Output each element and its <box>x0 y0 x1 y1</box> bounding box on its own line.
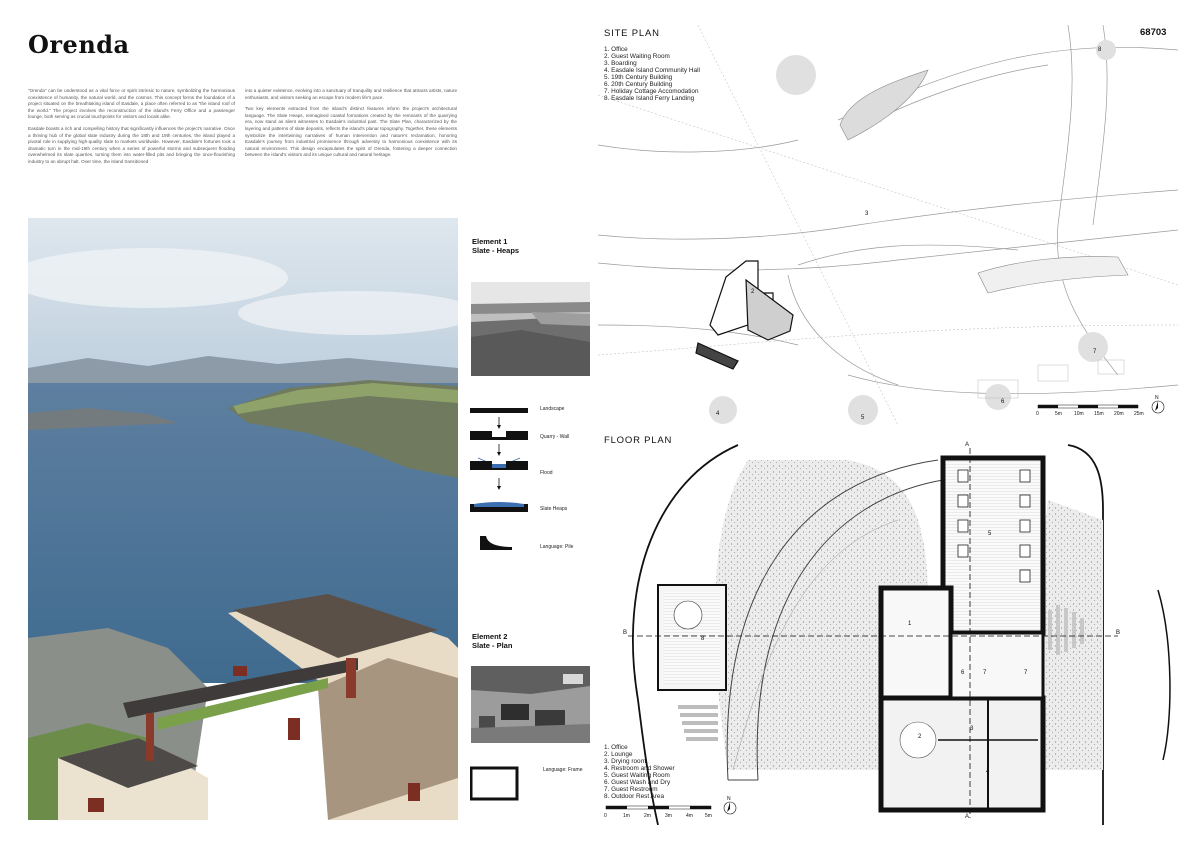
element2-photo <box>471 666 590 743</box>
room-number: 7 <box>983 670 987 676</box>
section-label-b: B <box>1116 630 1120 636</box>
element1-heading: Element 1 Slate - Heaps <box>472 237 519 255</box>
floor-plan-legend: 1. Office 2. Lounge 3. Drying room 4. Re… <box>604 744 675 800</box>
element1-photo <box>471 282 590 376</box>
diagram-label: Landscape <box>540 406 565 412</box>
element1-process-diagram <box>470 408 528 550</box>
north-label: N <box>727 796 731 802</box>
site-plan-title: SITE PLAN <box>604 28 660 39</box>
legend-item: 2. Guest Waiting Room <box>604 53 670 60</box>
intro-column-left: "Orenda" can be understood as a vital fo… <box>28 88 235 171</box>
landscape-bar <box>470 408 528 413</box>
legend-item: 2. Lounge <box>604 751 633 758</box>
legend-item: 1. Office <box>604 744 628 751</box>
diagram-label: Language: Pile <box>540 544 574 550</box>
site-plan-drawing: 2 3 4 5 6 7 8 0 5m 10m 15m 20m 25m N <box>598 25 1178 425</box>
section-label-a: A <box>965 814 969 820</box>
legend-item: 4. Easdale Island Community Hall <box>604 67 700 74</box>
diagram-label: Slate Heaps <box>540 506 568 512</box>
legend-item: 6. Guest Wash and Dry <box>604 779 671 786</box>
element1-heading-number: Element 1 <box>472 237 508 246</box>
page-title: Orenda <box>28 30 130 59</box>
site-marker-label: 7 <box>1093 349 1097 355</box>
intro-paragraph: "Orenda" can be understood as a vital fo… <box>28 88 235 120</box>
diagram-label: Flood <box>540 470 553 476</box>
room-number: 5 <box>988 531 992 537</box>
scale-label: 15m <box>1094 411 1104 417</box>
site-marker-label: 4 <box>716 411 720 417</box>
scale-label: 0 <box>1036 411 1039 417</box>
quarry-wall-shape <box>470 431 528 440</box>
room-number: 4 <box>986 769 990 775</box>
scale-label: 2m <box>644 813 651 819</box>
scale-label: 1m <box>623 813 630 819</box>
site-marker-label: 2 <box>751 289 755 295</box>
legend-item: 8. Easdale Island Ferry Landing <box>604 95 695 102</box>
scale-label: 0 <box>604 813 607 819</box>
pile-shape <box>480 536 512 550</box>
architectural-render-image <box>28 218 458 820</box>
site-plan-building <box>695 260 794 370</box>
site-marker-label: 5 <box>861 415 865 421</box>
intro-paragraph: Easdale boasts a rich and compelling his… <box>28 125 235 164</box>
north-label: N <box>1155 395 1159 401</box>
room-number: 8 <box>701 636 705 642</box>
room-number: 2 <box>918 734 922 740</box>
site-scale-bar <box>1037 404 1139 409</box>
floor-scale-bar <box>605 805 712 810</box>
intro-paragraph: Two key elements extracted from the isla… <box>245 106 457 158</box>
legend-item: 7. Holiday Cottage Accomodation <box>604 88 699 95</box>
element2-heading-number: Element 2 <box>472 632 508 641</box>
scale-label: 3m <box>665 813 672 819</box>
section-label-b: B <box>623 630 627 636</box>
legend-item: 8. Outdoor Rest Area <box>604 793 665 800</box>
intro-paragraph: into a quieter existence, evolving into … <box>245 88 457 100</box>
site-marker-label: 8 <box>1098 47 1102 53</box>
legend-item: 5. 19th Century Building <box>604 74 673 81</box>
element2-frame-diagram <box>470 766 519 801</box>
diagram-label: Language: Frame <box>543 767 583 773</box>
scale-label: 10m <box>1074 411 1084 417</box>
element2-heading: Element 2 Slate - Plan <box>472 632 512 650</box>
flood-shape <box>470 461 528 470</box>
diagram-label: Quarry - Wall <box>540 434 570 440</box>
scale-label: 5m <box>705 813 712 819</box>
room-number: 7 <box>1024 670 1028 676</box>
scale-label: 5m <box>1055 411 1062 417</box>
legend-item: 5. Guest Waiting Room <box>604 772 670 779</box>
legend-item: 3. Drying room <box>604 758 646 765</box>
project-number: 68703 <box>1140 27 1167 38</box>
floor-plan-title: FLOOR PLAN <box>604 435 673 446</box>
site-marker-label: 3 <box>865 211 869 217</box>
legend-item: 1. Office <box>604 46 628 53</box>
scale-label: 4m <box>686 813 693 819</box>
section-label-a: A <box>965 442 969 448</box>
floor-plan-drawing: A A B B 1 2 3 4 5 6 7 7 8 0 1m 2m 3m 4m … <box>604 442 1171 825</box>
scale-label: 20m <box>1114 411 1124 417</box>
element2-heading-name: Slate - Plan <box>472 641 513 650</box>
legend-item: 3. Boarding <box>604 60 637 67</box>
legend-item: 7. Guest Restroom <box>604 786 658 793</box>
scale-label: 25m <box>1134 411 1144 417</box>
site-marker-label: 6 <box>1001 399 1005 405</box>
intro-column-right: into a quieter existence, evolving into … <box>245 88 457 164</box>
site-plan-legend: 1. Office 2. Guest Waiting Room 3. Board… <box>604 46 700 102</box>
room-number: 6 <box>961 670 965 676</box>
legend-item: 6. 20th Century Building <box>604 81 673 88</box>
room-number: 3 <box>970 726 974 732</box>
element1-heading-name: Slate - Heaps <box>472 246 520 255</box>
legend-item: 4. Restroom and Shower <box>604 765 675 772</box>
room-number: 1 <box>908 621 912 627</box>
